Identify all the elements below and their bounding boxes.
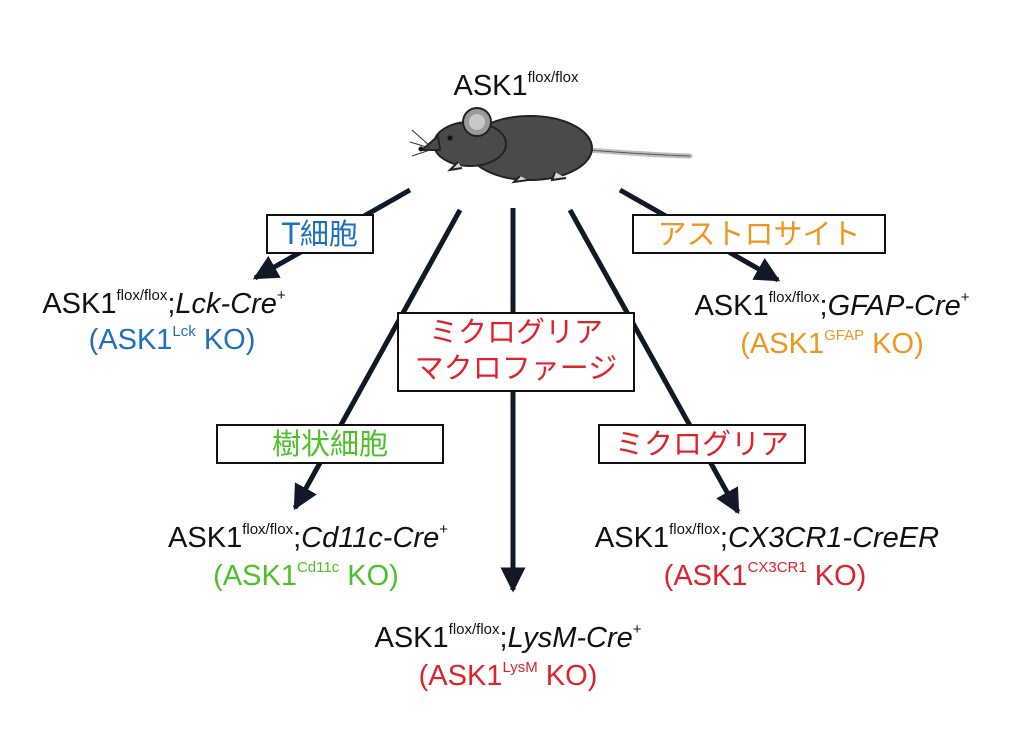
genotype-lck-sep: ; <box>167 288 176 320</box>
box-astrocyte: アストロサイト <box>632 214 886 254</box>
genotype-gfap-cre-sup: + <box>960 289 970 306</box>
ko-lck-close: KO) <box>195 324 256 356</box>
genotype-lysm-sup: flox/flox <box>448 621 500 638</box>
genotype-lysm-cre-sup: + <box>632 621 642 638</box>
genotype-cd11c-cre-sup: + <box>439 521 448 538</box>
ko-cd11c: (ASK1Cd11c KO) <box>213 559 399 592</box>
ko-cx3cr1-open: (ASK1 <box>663 560 748 592</box>
genotype-lysm-base: ASK1 <box>374 622 449 654</box>
box-microglia-macrophage-line1: ミクログリア <box>428 315 603 349</box>
ko-lysm-close: KO) <box>537 660 598 692</box>
genotype-lysm: ASK1flox/flox;LysM-Cre+ <box>374 621 642 654</box>
genotype-cd11c: ASK1flox/flox;Cd11c-Cre+ <box>168 521 448 554</box>
ko-gfap-close: KO) <box>864 328 924 360</box>
genotype-cd11c-sup: flox/flox <box>242 521 294 538</box>
root-genotype: ASK1flox/flox <box>453 69 579 102</box>
root-name: ASK1 <box>453 70 528 102</box>
genotype-lck-cre-sup: + <box>276 287 286 304</box>
ko-cd11c-close: KO) <box>339 560 399 592</box>
genotype-gfap-base: ASK1 <box>694 290 769 322</box>
genotype-cd11c-base: ASK1 <box>168 522 243 554</box>
genotype-gfap-sep: ; <box>819 290 828 322</box>
box-microglia-macrophage-line2: マクロファージ <box>414 351 618 385</box>
ko-cx3cr1-close: KO) <box>806 560 867 592</box>
ko-gfap-sup: GFAP <box>824 327 865 344</box>
genotype-gfap-cre: GFAP-Cre <box>827 290 961 322</box>
genotype-cx3cr1-sep: ; <box>719 522 728 554</box>
genotype-lck-base: ASK1 <box>42 288 117 320</box>
ko-lysm-sup: LysM <box>502 659 538 676</box>
genotype-cd11c-cre: Cd11c-Cre <box>301 522 440 554</box>
ko-lysm: (ASK1LysM KO) <box>418 659 598 692</box>
ko-lck-sup: Lck <box>172 323 196 340</box>
ko-cd11c-sup: Cd11c <box>296 559 340 576</box>
genotype-cx3cr1-cre: CX3CR1-CreER <box>727 522 940 554</box>
box-dendritic: 樹状細胞 <box>216 424 444 464</box>
ko-lck: (ASK1Lck KO) <box>88 323 256 356</box>
genotype-cd11c-sep: ; <box>293 522 302 554</box>
ko-cx3cr1-sup: CX3CR1 <box>747 559 807 576</box>
ko-gfap-open: (ASK1 <box>740 328 825 360</box>
ko-cx3cr1: (ASK1CX3CR1 KO) <box>663 559 867 592</box>
box-microglia: ミクログリア <box>598 424 806 464</box>
genotype-gfap: ASK1flox/flox;GFAP-Cre+ <box>694 289 970 322</box>
genotype-cx3cr1-sup: flox/flox <box>669 521 720 538</box>
genotype-gfap-sup: flox/flox <box>768 289 820 306</box>
genotype-lck: ASK1flox/flox;Lck-Cre+ <box>42 287 286 320</box>
ko-cd11c-open: (ASK1 <box>213 560 297 592</box>
genotype-cx3cr1: ASK1flox/flox;CX3CR1-CreER <box>594 521 940 554</box>
genotype-lck-cre: Lck-Cre <box>175 288 277 320</box>
genotype-cx3cr1-base: ASK1 <box>594 522 670 554</box>
root-sup: flox/flox <box>527 69 579 86</box>
genotype-lck-sup: flox/flox <box>116 287 168 304</box>
ko-lck-open: (ASK1 <box>88 324 173 356</box>
ko-lysm-open: (ASK1 <box>418 660 503 692</box>
mouse-icon <box>409 107 693 184</box>
ko-gfap: (ASK1GFAP KO) <box>740 327 924 360</box>
genotype-lysm-cre: LysM-Cre <box>507 622 633 654</box>
box-microglia-macrophage: ミクログリア マクロファージ <box>397 312 635 392</box>
box-t-cell: T細胞 <box>266 214 374 254</box>
genotype-lysm-sep: ; <box>499 622 508 654</box>
